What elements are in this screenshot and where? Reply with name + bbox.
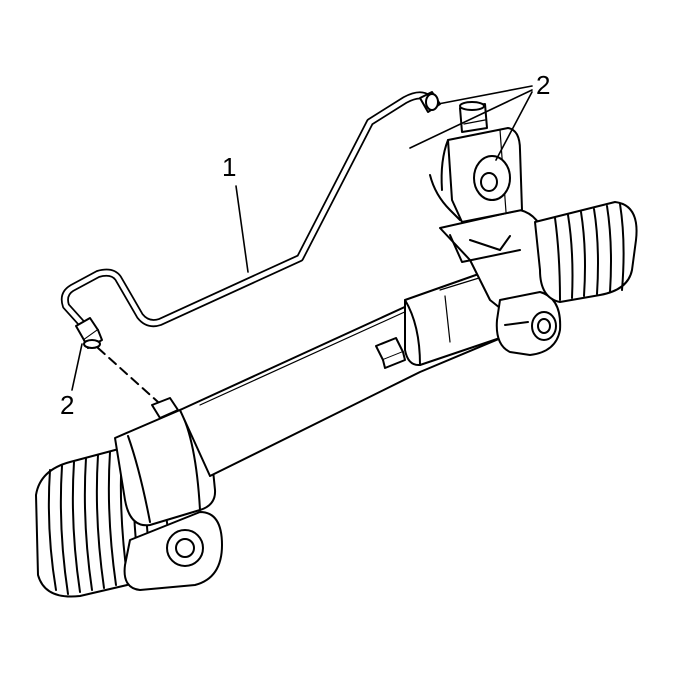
callout-1-pipe: 1: [222, 152, 237, 182]
callout-2-bottom-fitting: 2: [60, 390, 75, 420]
leader-2-to-top-fitting: [437, 85, 533, 105]
right-bellows-boot: [534, 201, 638, 303]
callout-2-top-fitting: 2: [536, 70, 551, 100]
upper-pipe-fitting: [419, 91, 441, 113]
leader-2-to-tower-port: [495, 91, 533, 161]
alignment-dashed-line: [97, 347, 159, 403]
leader-2-to-port: [409, 89, 533, 149]
fluid-transfer-pipe: [60, 91, 432, 330]
left-mounting-bracket: [123, 511, 223, 591]
leader-2-lower: [71, 343, 83, 391]
pinion-tower: [429, 101, 523, 223]
right-mounting-bracket: [495, 291, 562, 356]
leader-lines: [71, 85, 533, 391]
lower-pipe-boss: [151, 397, 179, 419]
leader-1: [235, 185, 249, 273]
tube-port: [375, 337, 406, 369]
lower-pipe-fitting: [75, 317, 103, 349]
